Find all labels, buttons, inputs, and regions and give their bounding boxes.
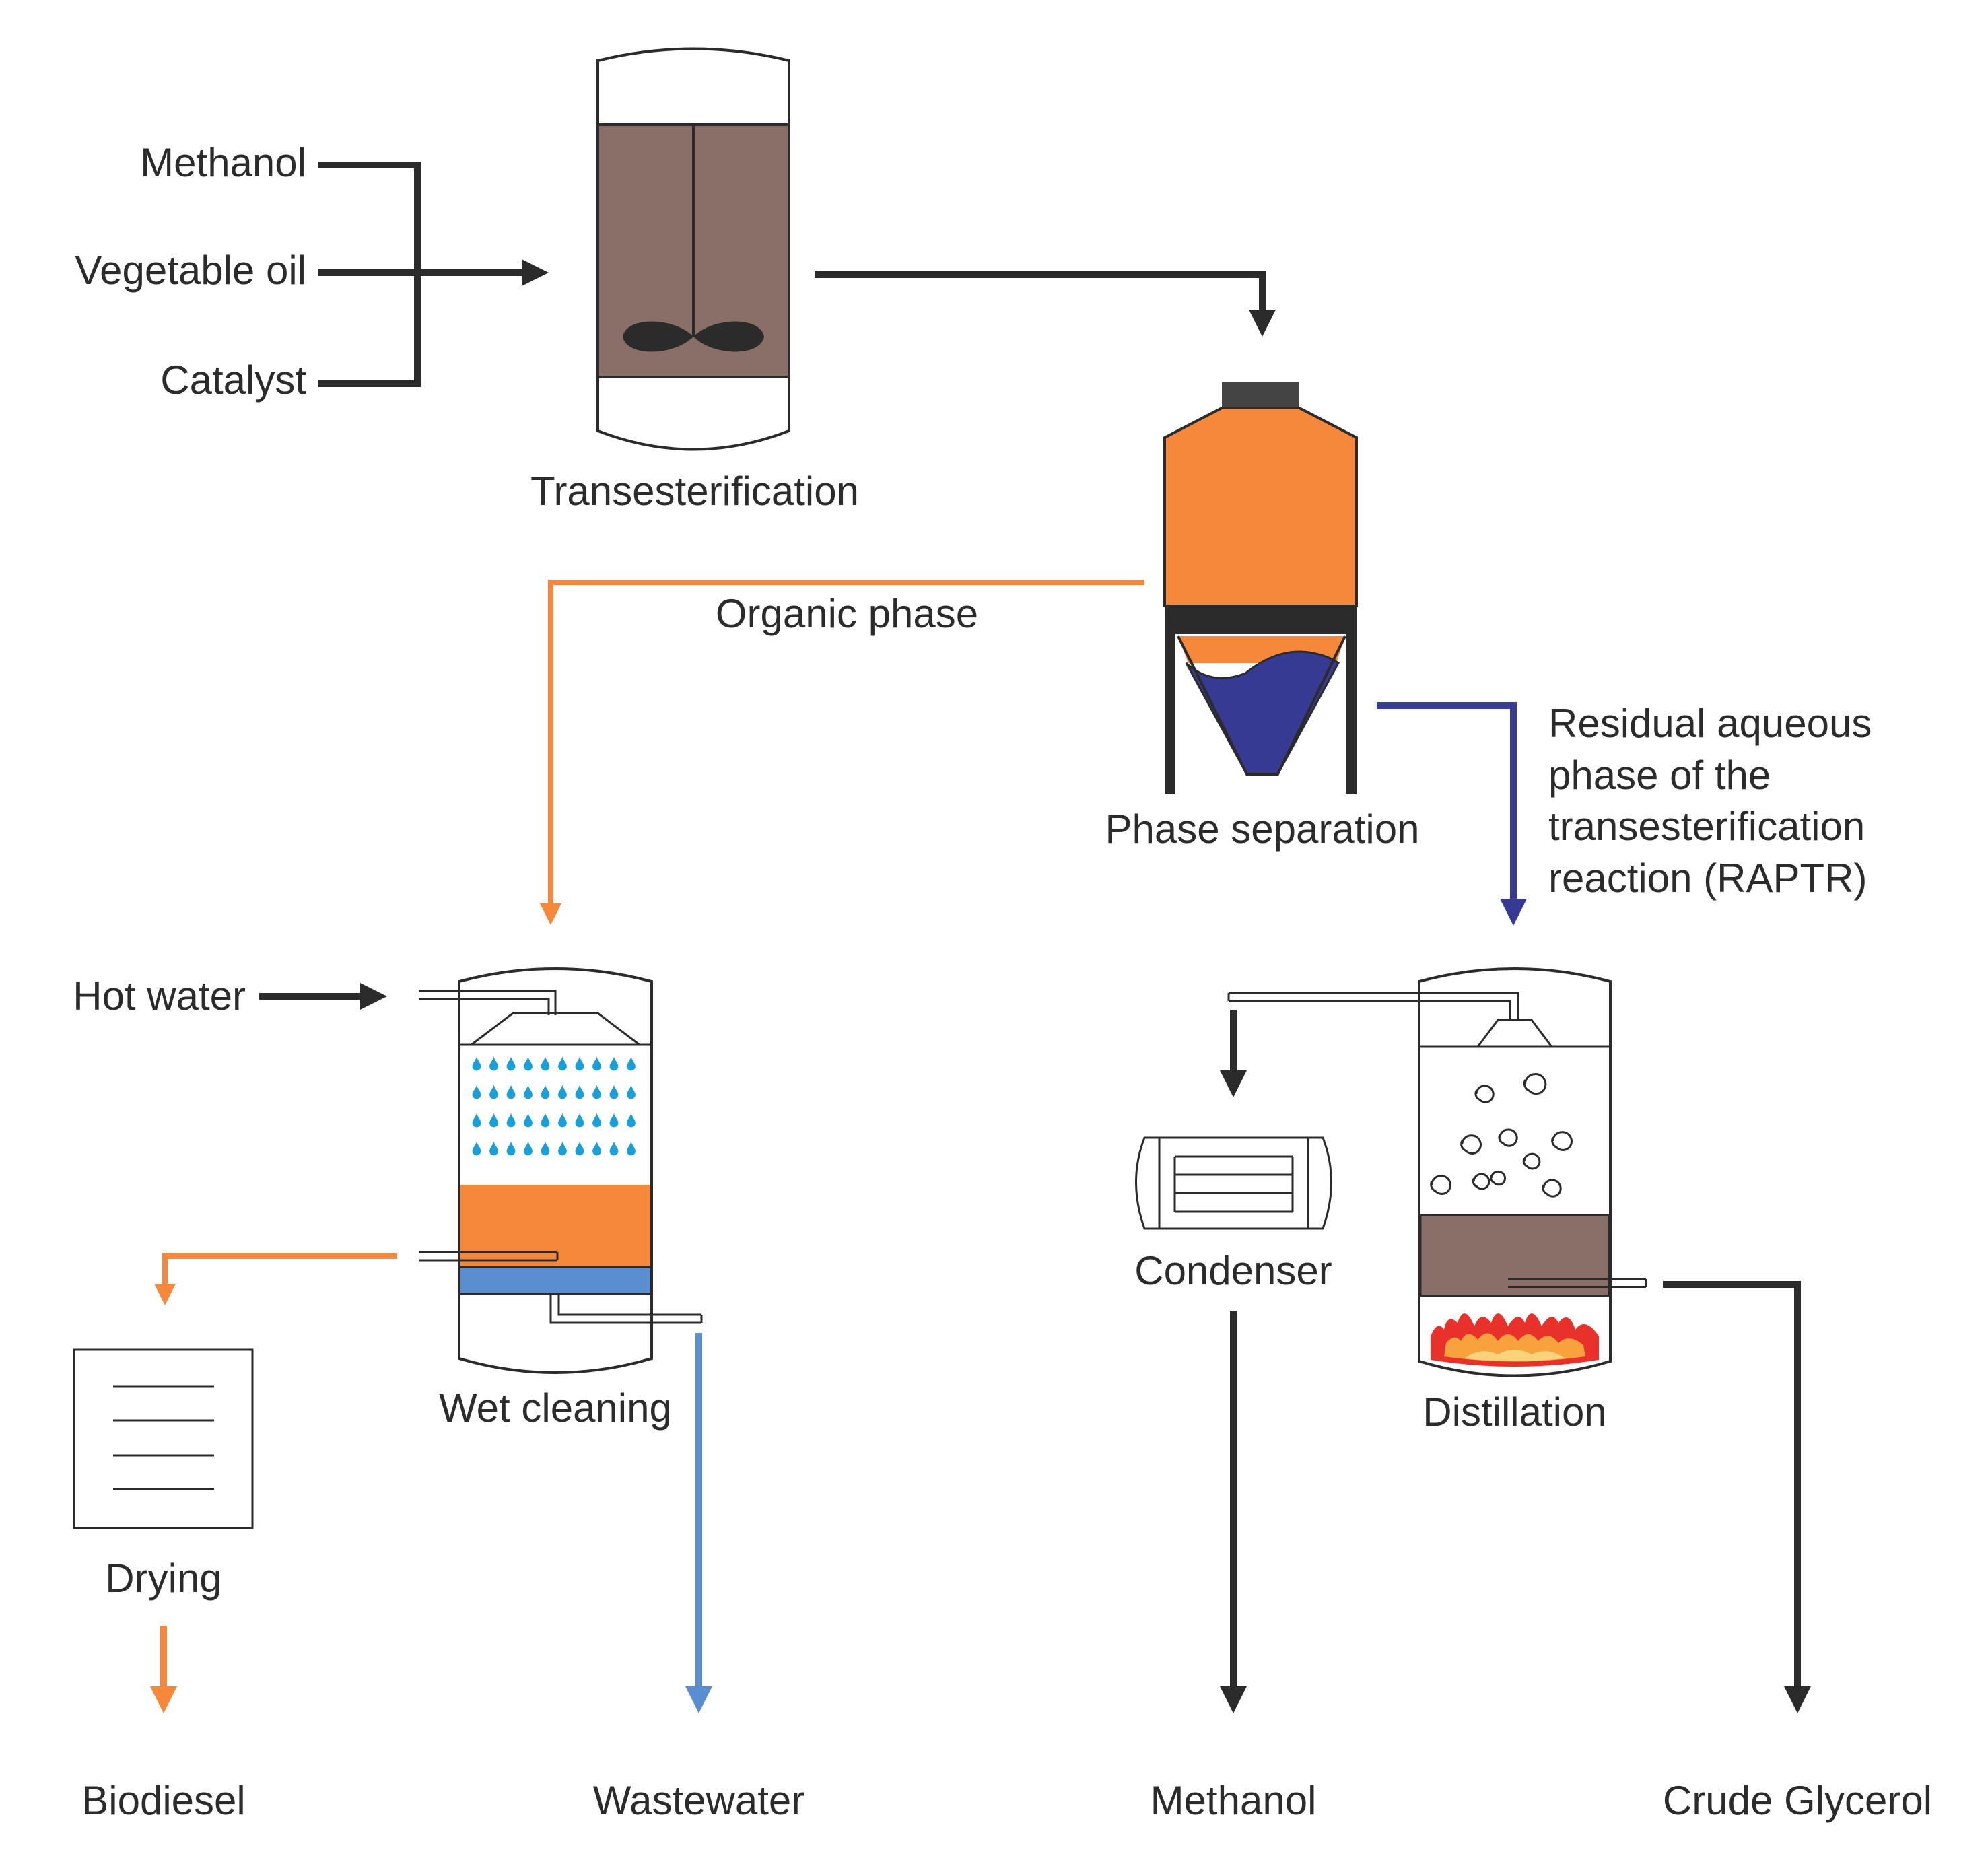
stirrer-blade-left — [623, 321, 693, 352]
separator-cap — [1222, 382, 1299, 408]
raptr-label: Residual aqueous phase of the transester… — [1548, 701, 1883, 901]
transesterification-reactor — [596, 47, 790, 451]
methanol-input-label: Methanol — [140, 140, 306, 185]
vapour-bubbles — [1430, 1073, 1573, 1198]
vapour-bubble-icon — [1498, 1128, 1518, 1147]
crude-glycerol-output-label: Crude Glycerol — [1663, 1778, 1932, 1823]
vapour-bubble-icon — [1522, 1152, 1541, 1170]
separator-organic-layer — [1163, 407, 1358, 607]
wet-cleaning-water-layer — [460, 1267, 650, 1294]
vapour-pipe — [1227, 992, 1519, 1020]
biodiesel-output-label: Biodiesel — [81, 1778, 246, 1823]
condenser-unit — [1135, 1136, 1332, 1230]
distillation-label: Distillation — [1423, 1389, 1606, 1435]
vapour-hood — [1476, 1019, 1553, 1047]
wet-cleaning-organic-layer — [460, 1185, 650, 1267]
raptr-label-line-2: phase of the — [1548, 753, 1771, 798]
distillation-column — [1227, 967, 1647, 1377]
vegetable-oil-input-label: Vegetable oil — [75, 248, 306, 293]
water-outlet-pipe — [549, 1294, 703, 1324]
vapour-bubble-icon — [1460, 1134, 1482, 1155]
drying-label: Drying — [105, 1556, 221, 1601]
separator-band — [1165, 606, 1357, 634]
organic-outlet-pipe — [419, 1251, 559, 1262]
vapour-bubble-icon — [1542, 1179, 1562, 1198]
methanol-output-label: Methanol — [1151, 1778, 1317, 1823]
distillation-liquid — [1419, 1214, 1610, 1297]
feed-lines — [318, 162, 549, 387]
transesterification-label: Transesterification — [530, 469, 859, 514]
raptr-label-line-3: transesterification — [1548, 804, 1865, 849]
vapour-bubble-icon — [1474, 1085, 1495, 1103]
raptr-label-line-4: reaction (RAPTR) — [1548, 856, 1867, 901]
catalyst-input-label: Catalyst — [160, 357, 306, 403]
organic-phase-label: Organic phase — [716, 591, 978, 636]
separator-aqueous-layer — [1185, 650, 1340, 776]
vapour-bubble-icon — [1523, 1073, 1547, 1095]
water-inlet-pipe — [419, 990, 557, 1015]
raptr-line — [1377, 702, 1527, 926]
phase-separator — [1163, 382, 1358, 794]
condenser-label: Condenser — [1134, 1248, 1332, 1293]
residue-outlet-pipe — [1508, 1278, 1647, 1288]
reactor-to-separator-line — [815, 271, 1276, 337]
wet-cleaning-label: Wet cleaning — [439, 1385, 672, 1431]
raptr-label-line-1: Residual aqueous — [1548, 701, 1872, 746]
stirrer-blade-right — [693, 321, 764, 352]
wet-cleaning-column — [419, 967, 703, 1374]
drying-unit — [73, 1348, 254, 1529]
organic-to-drying-line — [154, 1253, 397, 1305]
vapour-bubble-icon — [1490, 1170, 1507, 1186]
flame-icon — [1431, 1313, 1599, 1367]
vapour-bubble-icon — [1430, 1175, 1452, 1195]
vapour-bubble-icon — [1551, 1131, 1573, 1151]
wastewater-output-label: Wastewater — [593, 1778, 805, 1823]
residue-to-glycerol-line — [1663, 1281, 1811, 1713]
hot-water-label: Hot water — [73, 973, 246, 1019]
organic-phase-line — [540, 580, 1144, 925]
vapour-bubble-icon — [1472, 1173, 1490, 1190]
phase-separation-label: Phase separation — [1105, 806, 1420, 852]
